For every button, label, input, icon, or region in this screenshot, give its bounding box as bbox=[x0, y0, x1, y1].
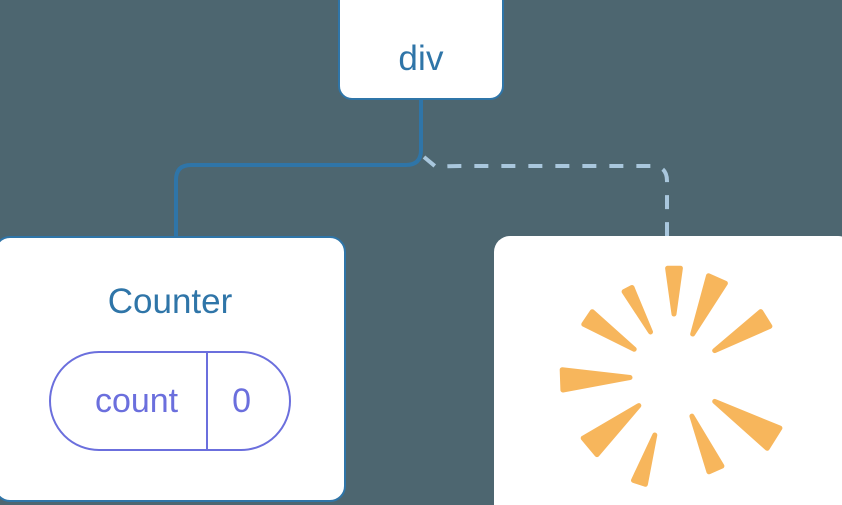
node-counter[interactable]: Counter count 0 bbox=[0, 236, 346, 502]
prop-key: count bbox=[94, 382, 179, 420]
sparkle-ray-9 bbox=[712, 309, 773, 354]
node-div[interactable]: div bbox=[338, 0, 504, 100]
sparkle-ray-3 bbox=[581, 309, 637, 352]
sparkle-ray-6 bbox=[631, 432, 658, 487]
connector-root-to-counter bbox=[174, 100, 423, 238]
sparkle-ray-1 bbox=[665, 265, 683, 317]
connector-root-to-sparkle bbox=[422, 155, 669, 240]
sparkle-ray-5 bbox=[580, 403, 642, 458]
node-counter-label: Counter bbox=[107, 282, 233, 321]
prop-value: 0 bbox=[206, 353, 289, 449]
sparkle-ray-7 bbox=[689, 413, 725, 475]
node-div-label: div bbox=[398, 39, 444, 78]
node-sparkle[interactable] bbox=[494, 236, 842, 505]
sparkle-ray-2 bbox=[621, 285, 653, 335]
sparkle-ray-0 bbox=[690, 273, 728, 337]
sparkle-ray-8 bbox=[712, 398, 783, 451]
prop-pill-count[interactable]: count 0 bbox=[48, 351, 292, 451]
sparkle-burst-icon bbox=[559, 265, 783, 487]
sparkle-ray-4 bbox=[559, 367, 633, 393]
